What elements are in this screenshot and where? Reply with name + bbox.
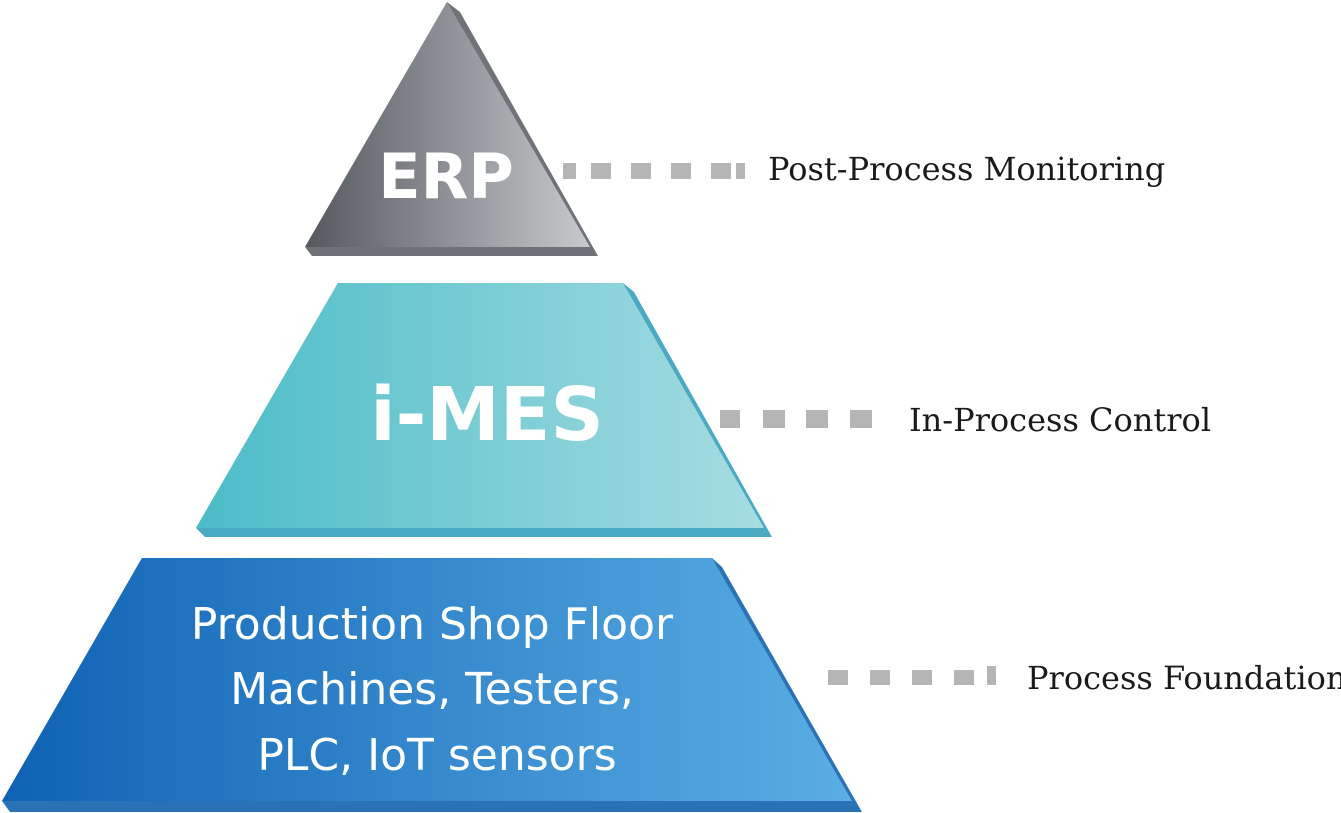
floor-line-2: Machines, Testers,	[230, 664, 634, 715]
erp-side-label: Post-Process Monitoring	[768, 150, 1165, 188]
erp-title: ERP	[378, 140, 514, 213]
floor-connector-dash	[870, 670, 890, 685]
floor-connector-dash	[828, 670, 848, 685]
erp-connector	[563, 163, 745, 179]
erp-connector-dash	[563, 163, 576, 179]
mes-connector-dash	[763, 410, 785, 428]
floor-connector-dash	[912, 670, 932, 685]
mes-connector-dash	[806, 410, 828, 428]
erp-connector-dash	[711, 163, 731, 179]
erp-connector-dash	[591, 163, 611, 179]
erp-tier: ERP	[305, 2, 598, 256]
mes-connector-dash	[850, 410, 872, 428]
mes-tier: i-MES	[196, 283, 772, 537]
floor-connector-dash	[987, 666, 996, 685]
floor-tier-face	[2, 558, 852, 801]
erp-connector-dash	[736, 163, 745, 179]
mes-connector-dash	[720, 410, 740, 428]
erp-connector-dash	[631, 163, 651, 179]
mes-connector	[720, 410, 872, 428]
mes-side-label: In-Process Control	[909, 401, 1211, 439]
floor-connector	[828, 666, 996, 685]
floor-line-3: PLC, IoT sensors	[257, 730, 616, 781]
floor-title: Production Shop Floor	[191, 599, 674, 650]
erp-connector-dash	[671, 163, 691, 179]
mes-tier-face	[196, 283, 764, 528]
floor-side-label: Process Foundation	[1027, 659, 1341, 697]
floor-tier: Production Shop Floor Machines, Testers,…	[2, 558, 862, 812]
erp-tier-face	[305, 2, 590, 247]
floor-connector-dash	[954, 670, 974, 685]
mes-title: i-MES	[370, 372, 604, 458]
